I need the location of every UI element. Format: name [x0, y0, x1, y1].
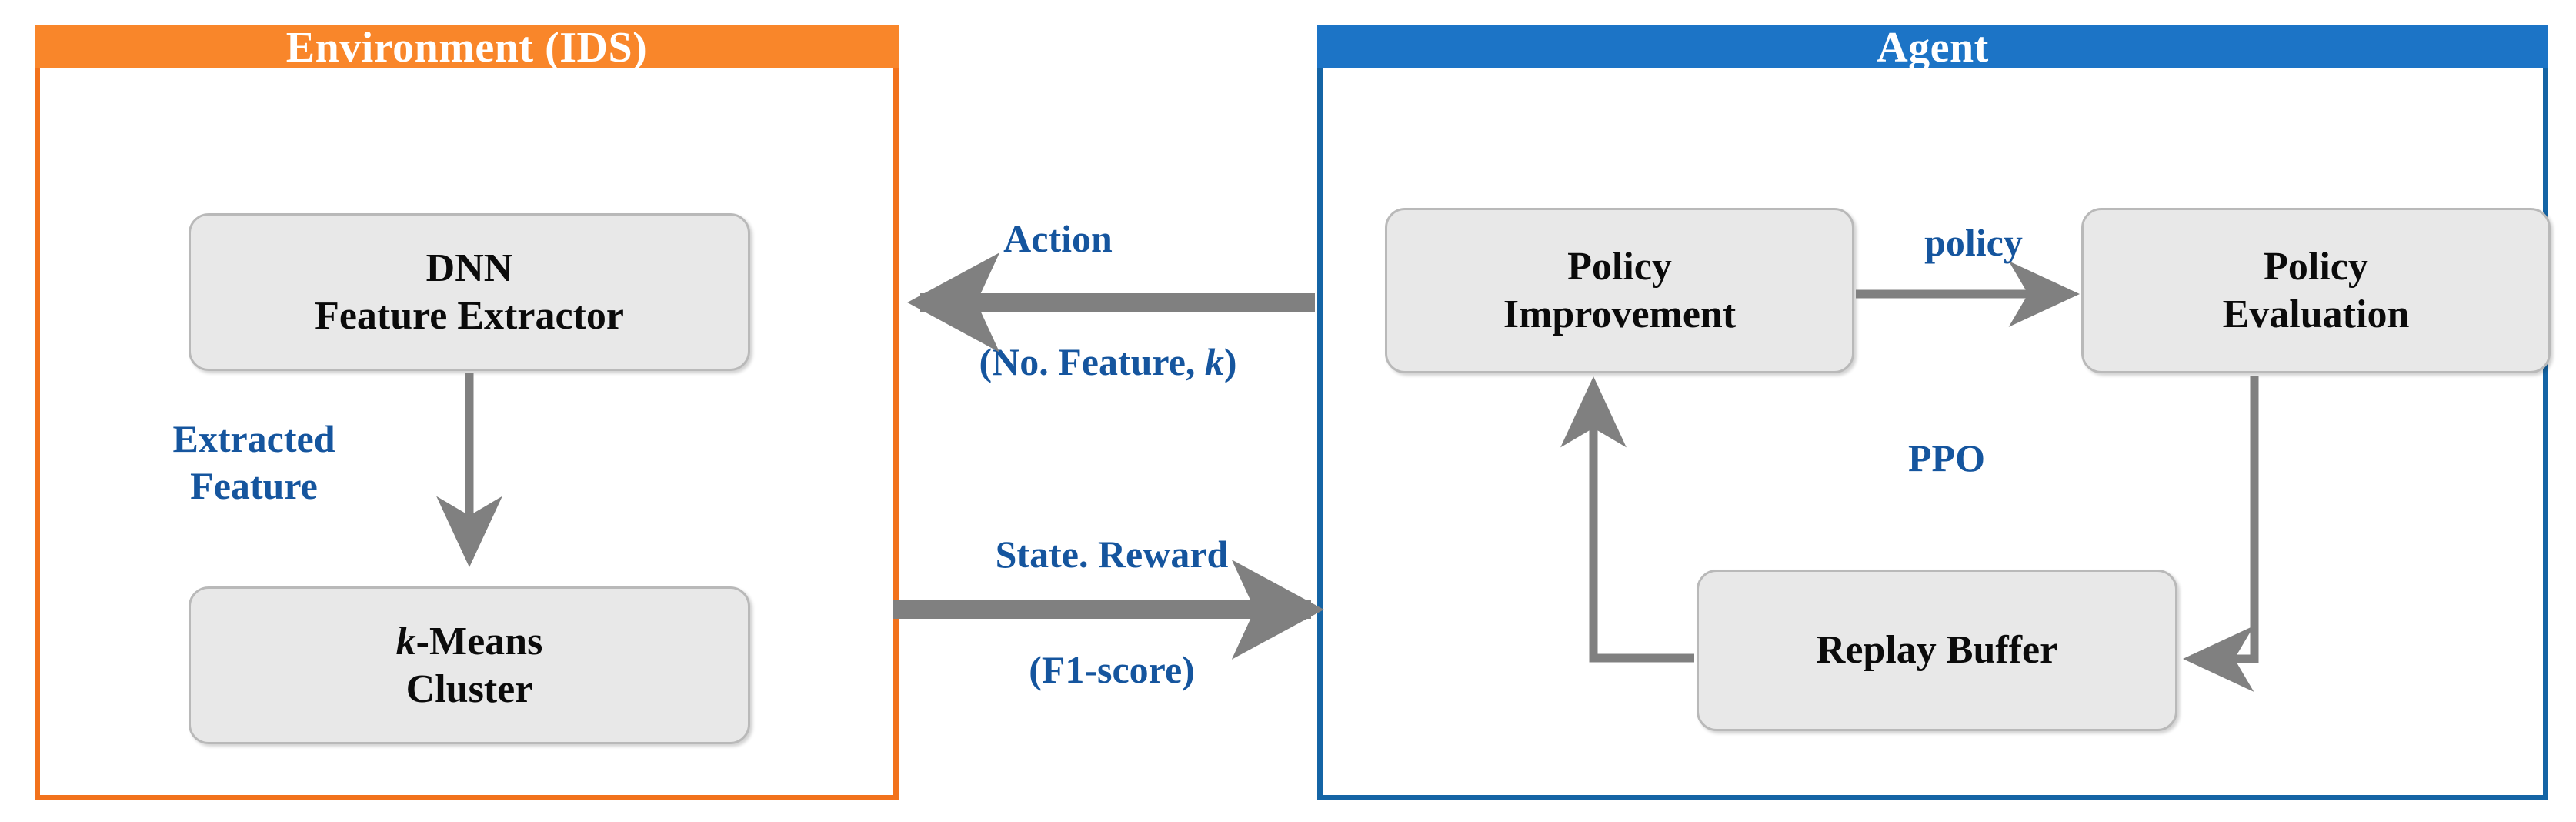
- environment-title: Environment (IDS): [285, 24, 648, 72]
- environment-header: Environment (IDS): [35, 25, 899, 70]
- action-sublabel: (No. Feature, k): [908, 339, 1308, 386]
- policy-evaluation-line2: Evaluation: [2222, 292, 2410, 336]
- kmeans-box-line1: k-Means: [396, 618, 543, 665]
- kmeans-line1-rest: -Means: [415, 620, 543, 664]
- agent-title: Agent: [1877, 24, 1989, 72]
- kmeans-cluster-box[interactable]: k-Means Cluster: [189, 586, 750, 744]
- policy-improvement-box[interactable]: Policy Improvement: [1385, 208, 1854, 373]
- extracted-feature-line2: Feature: [190, 464, 318, 507]
- agent-header: Agent: [1317, 25, 2548, 70]
- dnn-feature-extractor-box[interactable]: DNN Feature Extractor: [189, 213, 750, 371]
- policy-improvement-line2: Improvement: [1503, 292, 1737, 336]
- extracted-feature-label: Extracted Feature: [138, 416, 369, 510]
- policy-improvement-line1: Policy: [1567, 245, 1672, 289]
- dnn-box-line1: DNN: [425, 246, 513, 291]
- replay-buffer-line1: Replay Buffer: [1816, 628, 2058, 673]
- dnn-box-line2: Feature Extractor: [315, 293, 624, 338]
- replay-buffer-box[interactable]: Replay Buffer: [1697, 570, 2177, 731]
- ppo-label: PPO: [1908, 436, 1985, 480]
- state-reward-label: State. Reward: [995, 533, 1229, 576]
- extracted-feature-line1: Extracted: [172, 417, 335, 460]
- kmeans-box-line2: Cluster: [405, 667, 533, 711]
- action-label: Action: [1003, 217, 1113, 260]
- kmeans-italic-k: k: [395, 620, 416, 664]
- action-sublabel-prefix: (No. Feature,: [979, 340, 1205, 383]
- action-sublabel-suffix: ): [1223, 340, 1237, 383]
- action-sublabel-italic-k: k: [1204, 340, 1224, 383]
- f1-score-sublabel: (F1-score): [1029, 648, 1195, 691]
- policy-evaluation-box[interactable]: Policy Evaluation: [2081, 208, 2551, 373]
- policy-label: policy: [1924, 221, 2023, 264]
- policy-evaluation-line1: Policy: [2264, 245, 2368, 289]
